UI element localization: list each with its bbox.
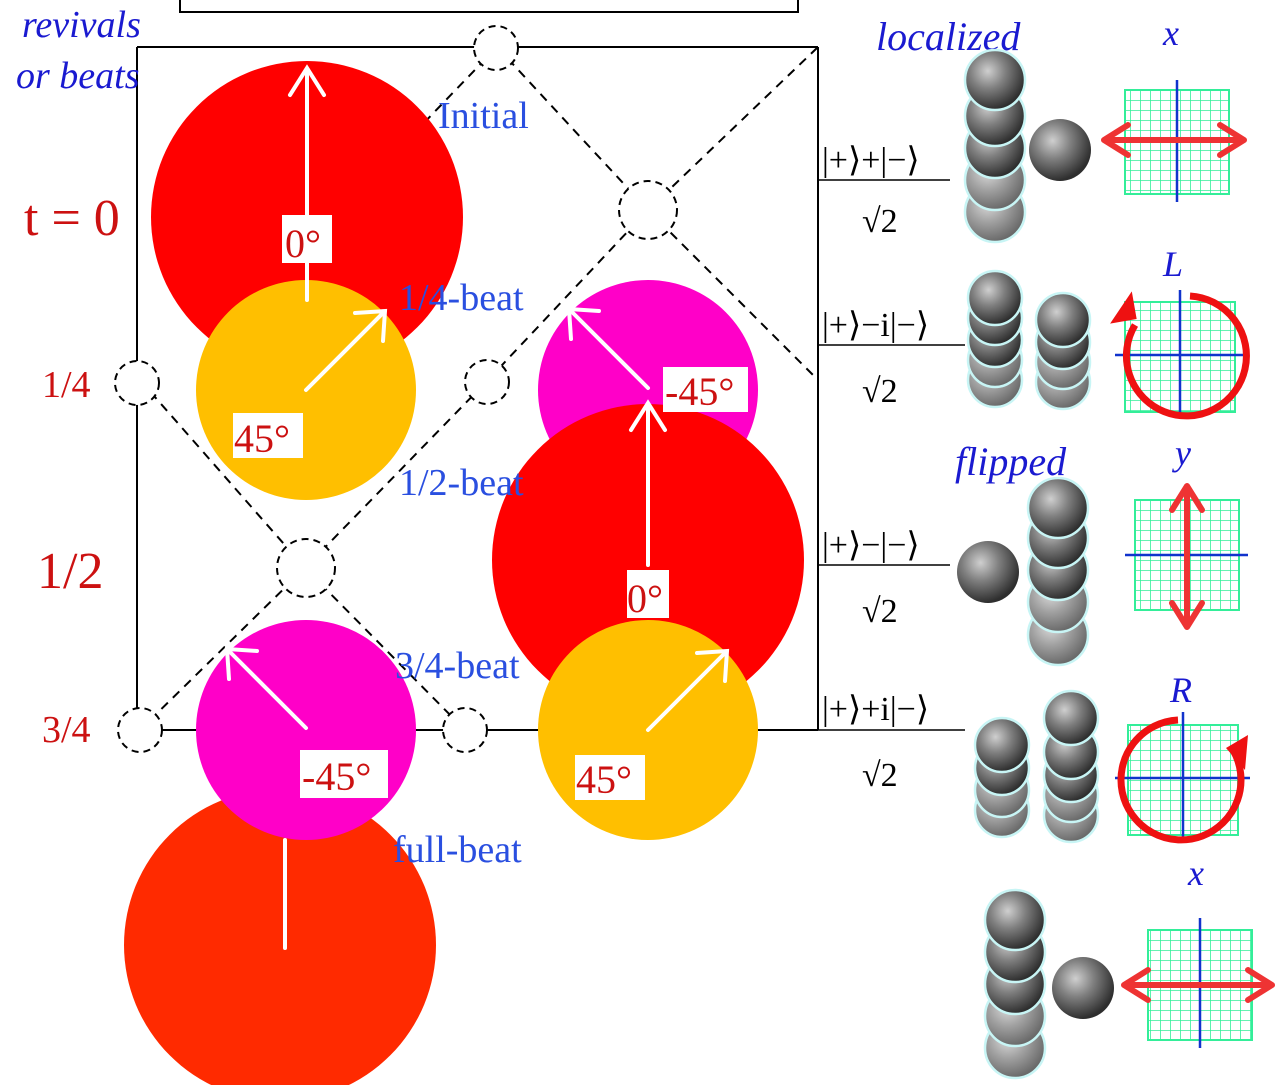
revivals-label-2: or beats (16, 55, 140, 97)
ball-row1-b (1029, 119, 1091, 181)
circle-arrow-R (1117, 716, 1245, 844)
phase-circle-red-bottom (124, 789, 436, 1085)
ball-row3-a (957, 541, 1019, 603)
connector-lines (818, 179, 965, 731)
polarization-grid-x-1 (1101, 80, 1247, 202)
ket-2-den: √2 (862, 373, 898, 410)
circle-arrow-L (1122, 292, 1250, 420)
axis-label-y: y (1172, 433, 1191, 473)
polarization-grid-x-2 (1121, 918, 1275, 1048)
axis-label-L: L (1162, 244, 1183, 284)
top-box-edge (179, 0, 799, 13)
angle-magenta-left: -45° (302, 754, 371, 799)
beat-three-quarter: 3/4-beat (395, 645, 520, 687)
ket-1-den: √2 (862, 203, 898, 240)
ball-stack-row4-b (1042, 689, 1100, 844)
node-half (276, 538, 336, 598)
angle-red-top: 0° (285, 221, 321, 266)
beat-initial: Initial (438, 95, 529, 137)
ball-stack-row2-b (1034, 291, 1092, 411)
revivals-label-1: revivals (22, 4, 141, 46)
arrow-magenta-left (224, 646, 308, 730)
ket-4: |+⟩+i|−⟩ (822, 691, 929, 728)
arrow-horizontal-x-1 (1101, 122, 1247, 158)
axis-label-x-1: x (1162, 13, 1179, 53)
ball-row5-b (1052, 957, 1114, 1019)
time-t0: t = 0 (24, 190, 120, 247)
time-three-quarter: 3/4 (42, 709, 91, 751)
ket-2: |+⟩−i|−⟩ (822, 307, 929, 344)
ket-4-den: √2 (862, 757, 898, 794)
node-three-quarter-mid (442, 707, 488, 753)
node-quarter-left (114, 360, 160, 406)
beat-half: 1/2-beat (399, 462, 524, 504)
ball-stack-row4-a (973, 716, 1031, 839)
ball-stack-row1-a (963, 48, 1027, 244)
axis-label-x-2: x (1187, 853, 1204, 893)
arrow-red-right (629, 399, 667, 567)
phase-arrows (224, 64, 730, 950)
node-circles (114, 25, 678, 753)
ball-stacks (957, 48, 1114, 1080)
arrow-horizontal-x-2 (1121, 967, 1275, 1003)
time-half: 1/2 (37, 543, 103, 600)
arrow-vertical-y (1169, 483, 1205, 630)
time-quarter: 1/4 (42, 364, 91, 406)
angle-red-right: 0° (627, 576, 663, 621)
angle-amber-right: 45° (576, 757, 632, 802)
ball-stack-row5-a (983, 888, 1047, 1080)
polarization-grid-L (1110, 290, 1250, 420)
ball-stack-row3-b (1026, 476, 1090, 667)
arrow-amber-left (304, 308, 388, 392)
ket-1: |+⟩+|−⟩ (822, 142, 920, 179)
polarization-grid-R (1115, 712, 1250, 844)
axis-label-R: R (1169, 670, 1192, 710)
polarization-grid-y (1125, 483, 1248, 630)
node-initial (473, 25, 519, 71)
node-quarter-mid (464, 359, 510, 405)
angle-magenta-right: -45° (665, 369, 734, 414)
ket-3: |+⟩−|−⟩ (822, 527, 920, 564)
beat-full: full-beat (393, 829, 522, 871)
node-cross (618, 180, 678, 240)
beat-quarter: 1/4-beat (399, 277, 524, 319)
arrow-magenta-right (566, 306, 650, 390)
ball-stack-row2-a (966, 269, 1024, 409)
node-three-quarter-left (117, 707, 163, 753)
ket-3-den: √2 (862, 593, 898, 630)
state-label-flipped: flipped (955, 439, 1067, 484)
arrow-amber-right (646, 648, 730, 732)
angle-amber-left: 45° (234, 416, 290, 461)
